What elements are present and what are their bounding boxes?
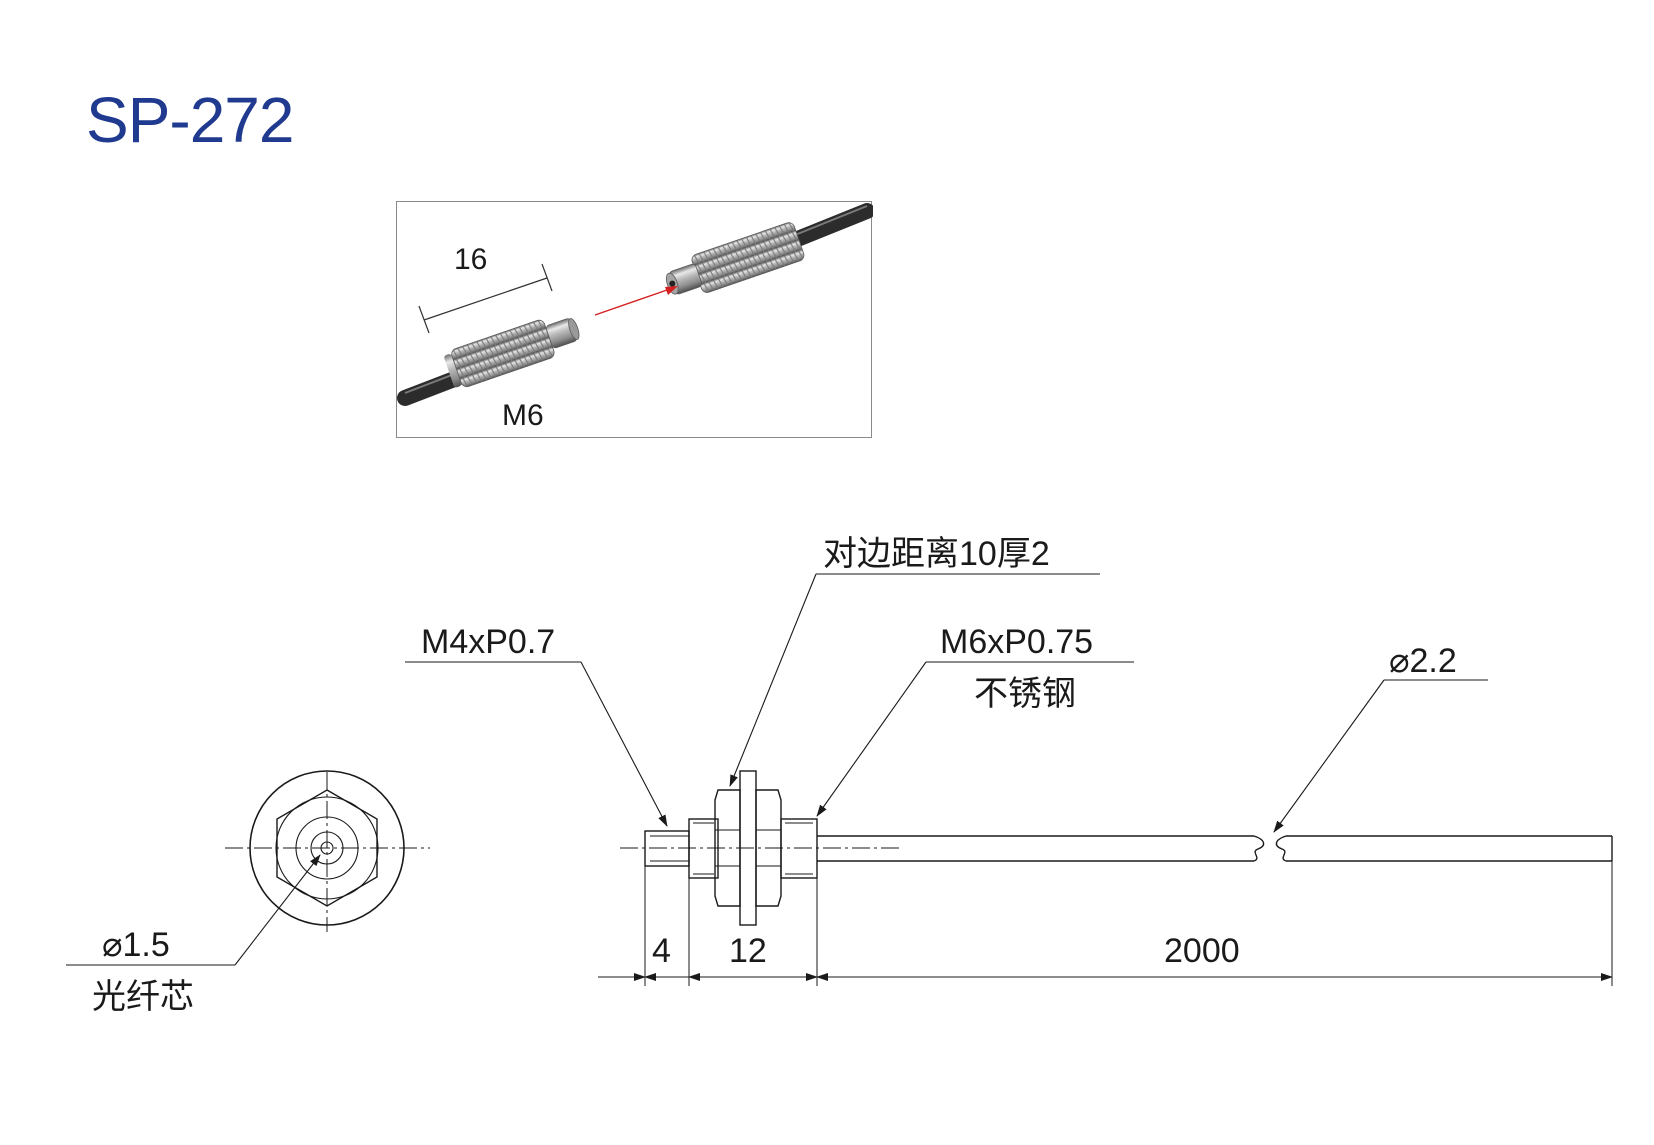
body-thread-callout: M6xP0.75: [940, 623, 1093, 661]
tip-length-value: 4: [652, 932, 671, 970]
body-material-callout: 不锈钢: [974, 675, 1076, 713]
thread-label: M6: [502, 399, 544, 432]
hex-nut-right: [755, 789, 782, 907]
body-length-value: 12: [729, 932, 767, 970]
outer-washer-circle: [249, 770, 405, 926]
fiber-cable: [817, 835, 1613, 862]
cable-diameter-callout: ⌀2.2: [1389, 642, 1457, 680]
end-view: [66, 770, 430, 966]
insertion-arrow: [594, 289, 668, 316]
product-title: SP-272: [86, 84, 294, 156]
core-diameter-callout: ⌀1.5: [102, 926, 170, 964]
cable-left: [397, 370, 465, 406]
core-label: 光纤芯: [92, 978, 194, 1016]
core-outer-circle: [310, 831, 344, 865]
length-label: 16: [454, 243, 487, 276]
hex-nut-callout: 对边距离10厚2: [823, 535, 1050, 573]
sensor-head-right: [665, 222, 805, 295]
cable-right: [787, 203, 875, 248]
fiber-core-circle: [320, 841, 334, 855]
rear-thread-body-left: [688, 818, 719, 879]
side-view: [405, 573, 1613, 986]
rear-thread-body-right: [780, 818, 818, 879]
tip-thread-callout: M4xP0.7: [421, 623, 555, 661]
sensor-head-left: [444, 318, 580, 388]
cable-length-value: 2000: [1164, 932, 1240, 970]
thread-circle: [275, 796, 379, 900]
length-dimension-line: [423, 277, 548, 321]
hex-nut-outline: [276, 789, 378, 907]
insertion-arrow-head: [665, 286, 678, 295]
tip-circle: [295, 816, 359, 880]
product-photo: 16 M6: [396, 201, 875, 438]
product-photo-illustration: 16 M6: [397, 203, 875, 432]
